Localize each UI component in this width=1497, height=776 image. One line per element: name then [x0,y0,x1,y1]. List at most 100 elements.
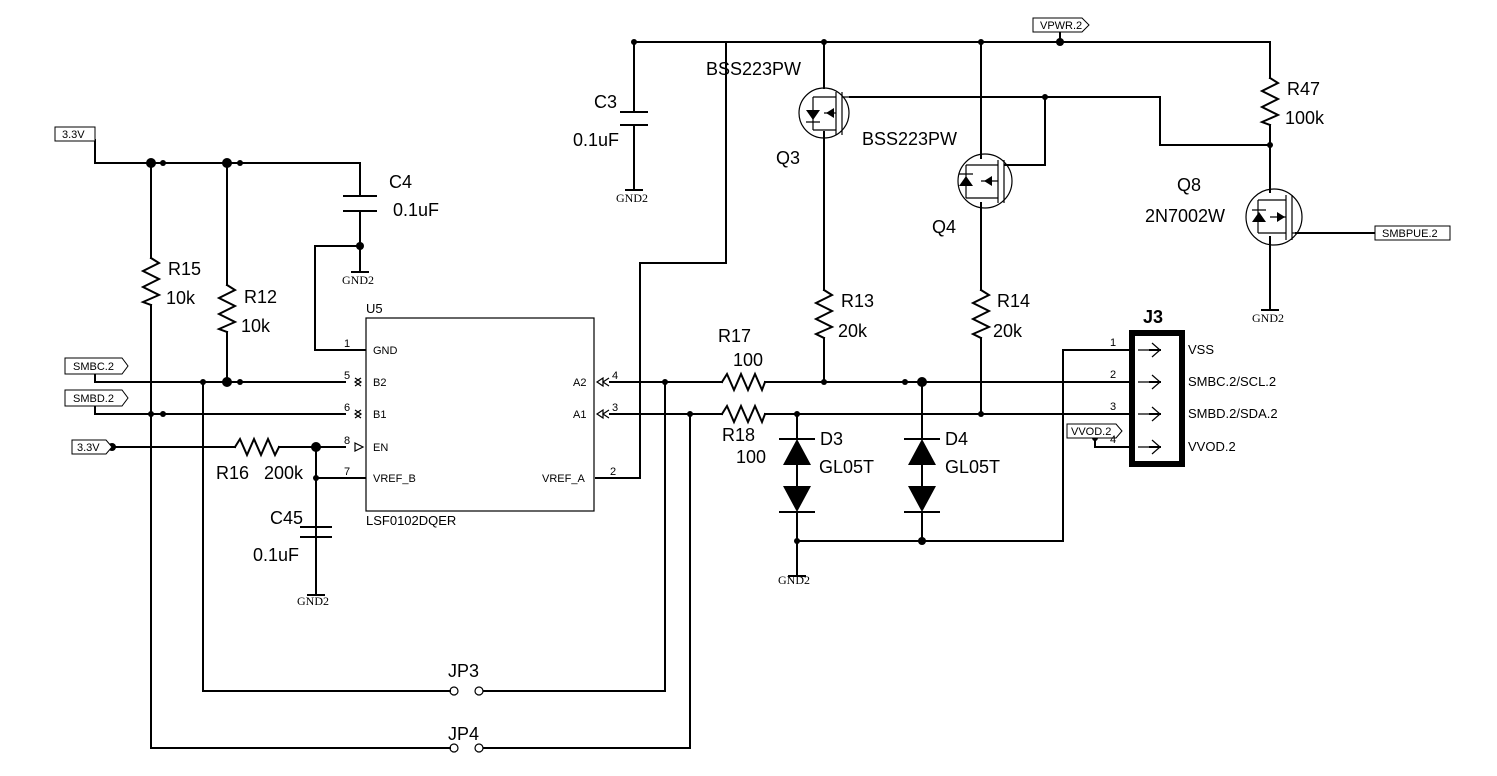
svg-text:GND2: GND2 [778,573,810,587]
svg-text:A1: A1 [573,409,586,421]
svg-text:R16: R16 [216,463,249,483]
net-label-smbpue: SMBPUE.2 [1374,225,1451,241]
jumper-jp4: JP4 [448,724,484,753]
mosfet-q4: BSS223PW Q4 [862,129,1013,237]
svg-text:2: 2 [1110,369,1116,381]
svg-text:U5: U5 [366,301,383,316]
svg-text:GL05T: GL05T [819,457,874,477]
svg-text:C45: C45 [270,508,303,528]
svg-text:B1: B1 [373,409,386,421]
svg-text:VSS: VSS [1188,342,1214,357]
svg-text:7: 7 [344,466,350,478]
ic-u5: U5 LSF0102DQER 1 GND 5 B2 6 B1 8 EN 7 VR… [344,301,618,528]
resistor-r18: R18 100 [720,403,767,467]
svg-text:4: 4 [1110,434,1116,446]
resistor-r47: R47 100k [1259,76,1325,128]
svg-text:0.1uF: 0.1uF [393,200,439,220]
svg-text:3: 3 [612,402,618,414]
svg-text:R14: R14 [997,291,1030,311]
capacitor-c4: C4 0.1uF [343,172,439,220]
svg-text:BSS223PW: BSS223PW [706,59,801,79]
svg-text:GND: GND [373,345,398,357]
svg-text:VPWR.2: VPWR.2 [1040,20,1082,32]
svg-text:B2: B2 [373,377,386,389]
svg-text:0.1uF: 0.1uF [573,130,619,150]
gnd-symbol-c4: GND2 [342,271,374,287]
svg-text:2: 2 [610,466,616,478]
svg-text:VVOD.2: VVOD.2 [1188,439,1236,454]
svg-text:1: 1 [1110,337,1116,349]
svg-text:Q4: Q4 [932,217,956,237]
net-label-3v3-en: 3.3V [71,439,113,455]
svg-text:VREF_A: VREF_A [542,473,585,485]
svg-text:10k: 10k [241,316,271,336]
resistor-r16: R16 200k [216,436,304,483]
resistor-r15: R15 10k [140,256,201,308]
net-label-3v3-top: 3.3V [54,126,96,142]
resistor-r14: R14 20k [970,288,1030,341]
svg-text:SMBD.2: SMBD.2 [73,393,114,405]
svg-text:GL05T: GL05T [945,457,1000,477]
svg-text:C3: C3 [594,92,617,112]
svg-text:VVOD.2: VVOD.2 [1071,426,1111,438]
svg-text:4: 4 [612,370,618,382]
gnd-symbol-diodes: GND2 [778,573,810,587]
svg-text:C4: C4 [389,172,412,192]
svg-text:SMBC.2/SCL.2: SMBC.2/SCL.2 [1188,374,1276,389]
svg-text:20k: 20k [838,321,868,341]
gnd-symbol-c45: GND2 [297,594,329,608]
svg-text:5: 5 [344,370,350,382]
svg-text:Q8: Q8 [1177,175,1201,195]
svg-text:10k: 10k [166,288,196,308]
tvs-diode-d4: D4 GL05T [904,429,1000,513]
resistor-r13: R13 20k [813,288,874,341]
svg-text:100: 100 [733,350,763,370]
gnd-symbol-c3: GND2 [616,189,648,205]
svg-text:SMBD.2/SDA.2: SMBD.2/SDA.2 [1188,406,1278,421]
jumper-jp3: JP3 [448,661,484,696]
svg-text:D4: D4 [945,429,968,449]
svg-text:A2: A2 [573,377,586,389]
mosfet-q8: Q8 2N7002W [1145,175,1303,246]
svg-text:GND2: GND2 [297,594,329,608]
svg-text:100: 100 [736,447,766,467]
svg-text:1: 1 [344,338,350,350]
net-label-smbd: SMBD.2 [64,389,129,407]
net-label-vvod: VVOD.2 [1066,423,1123,439]
mosfet-q3: BSS223PW Q3 [706,59,850,168]
svg-text:LSF0102DQER: LSF0102DQER [366,513,456,528]
connector-j3: J3 1 2 3 4 VSS SMBC.2/SCL.2 SMBD.2/SDA.2… [1110,307,1278,467]
resistor-r12: R12 10k [216,283,277,336]
svg-text:SMBPUE.2: SMBPUE.2 [1382,228,1438,240]
svg-text:3.3V: 3.3V [62,129,85,141]
svg-text:R47: R47 [1287,79,1320,99]
svg-text:R15: R15 [168,259,201,279]
svg-text:D3: D3 [820,429,843,449]
svg-text:20k: 20k [993,321,1023,341]
svg-text:GND2: GND2 [1252,311,1284,325]
svg-text:JP3: JP3 [448,661,479,681]
svg-text:VREF_B: VREF_B [373,473,416,485]
svg-text:R18: R18 [722,425,755,445]
svg-text:EN: EN [373,442,388,454]
svg-text:R17: R17 [718,326,751,346]
svg-text:100k: 100k [1285,108,1325,128]
svg-text:JP4: JP4 [448,724,479,744]
svg-text:R12: R12 [244,287,277,307]
svg-text:8: 8 [344,435,350,447]
svg-text:GND2: GND2 [342,273,374,287]
tvs-diode-d3: D3 GL05T [779,429,874,513]
svg-text:GND2: GND2 [616,191,648,205]
resistor-r17: R17 100 [718,326,767,393]
svg-text:2N7002W: 2N7002W [1145,206,1225,226]
svg-text:200k: 200k [264,463,304,483]
net-label-smbc: SMBC.2 [64,357,129,375]
svg-text:6: 6 [344,402,350,414]
capacitor-c3: C3 0.1uF [573,92,648,150]
svg-text:SMBC.2: SMBC.2 [73,361,114,373]
svg-text:Q3: Q3 [776,148,800,168]
svg-text:BSS223PW: BSS223PW [862,129,957,149]
svg-text:J3: J3 [1143,307,1163,327]
svg-text:0.1uF: 0.1uF [253,545,299,565]
